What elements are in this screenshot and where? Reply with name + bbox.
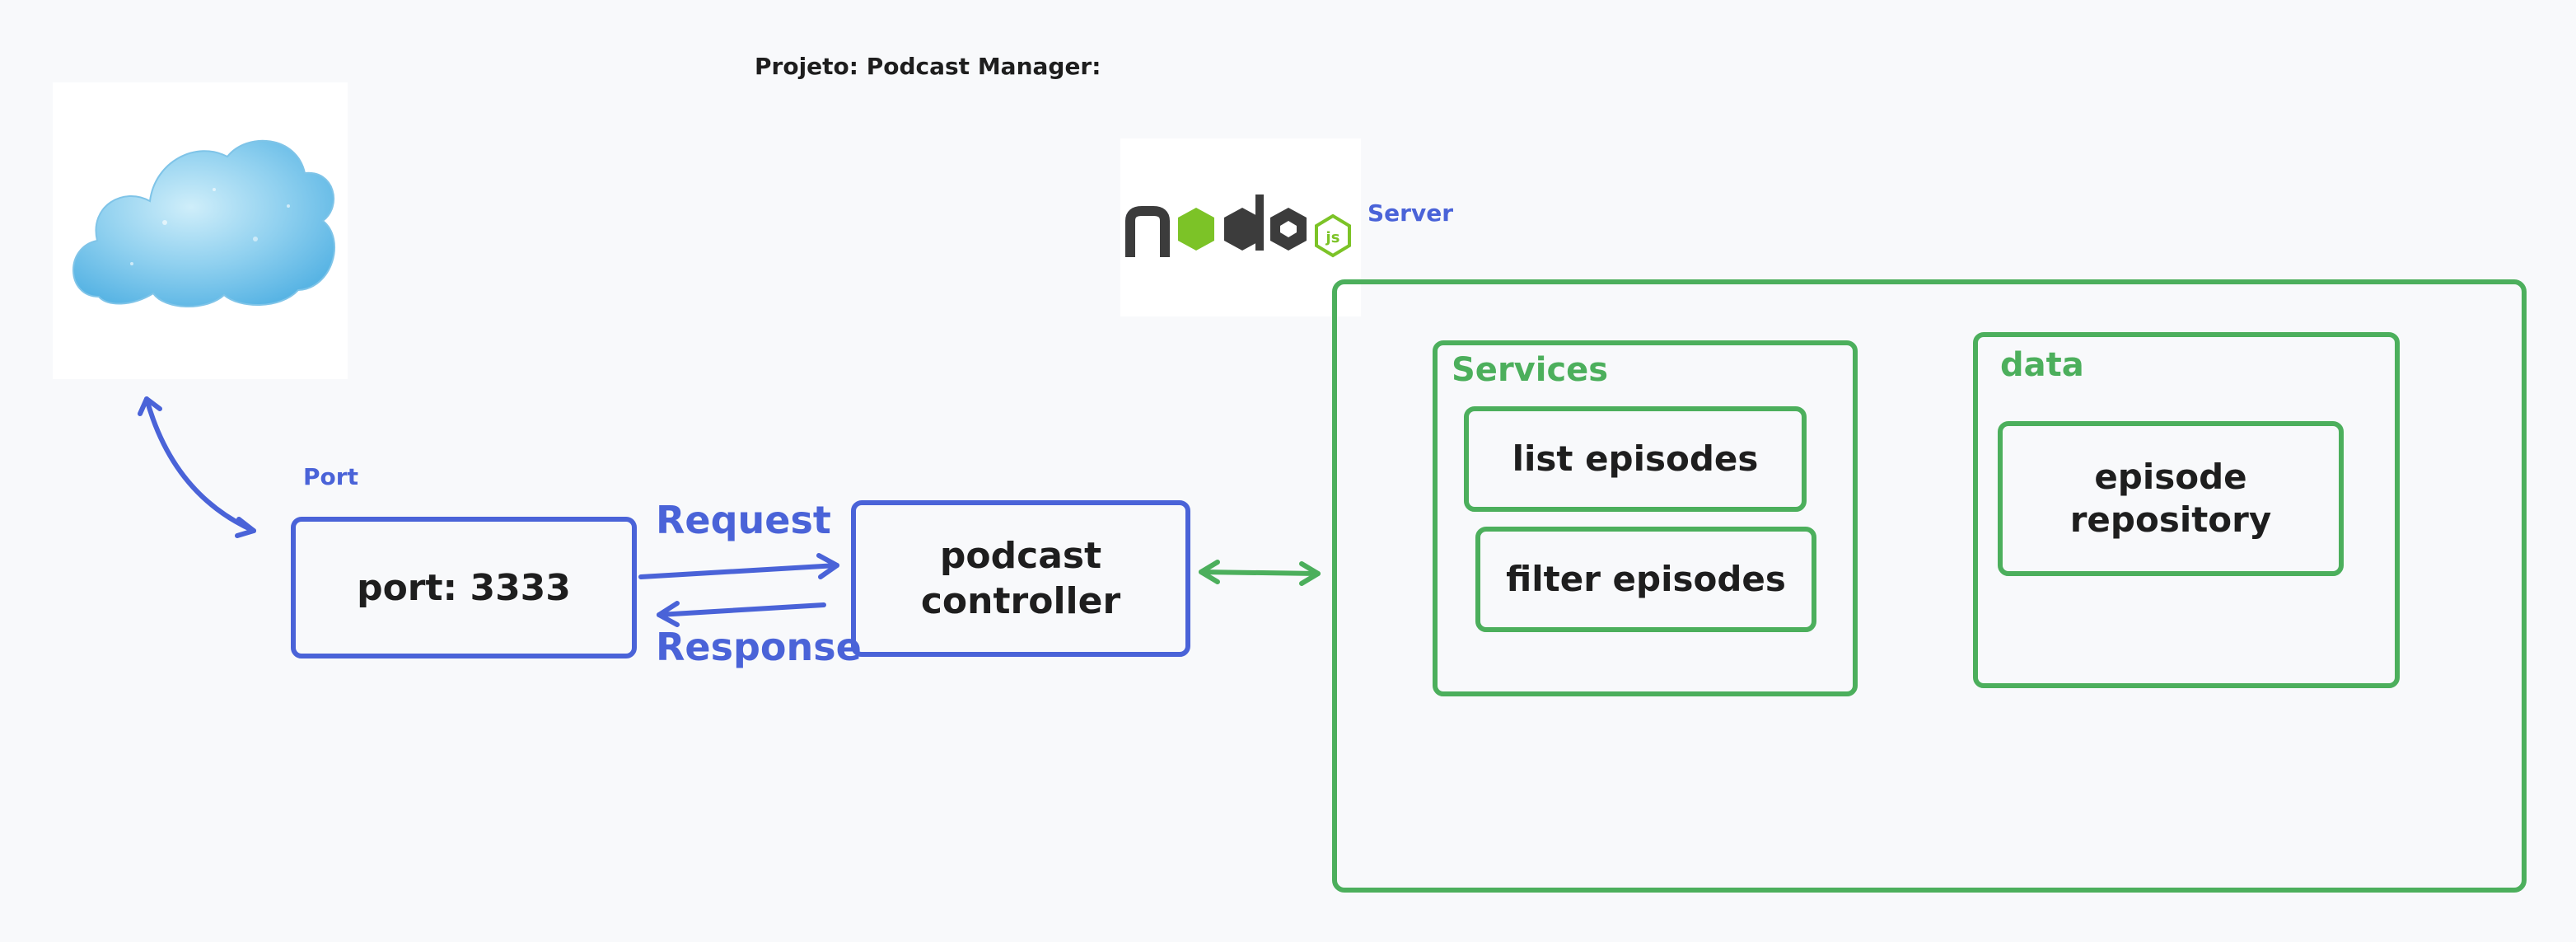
request-label: Request <box>656 498 831 542</box>
port-label: Port <box>303 463 358 490</box>
response-label: Response <box>656 625 862 669</box>
filter-episodes-box <box>1475 527 1816 632</box>
services-label: Services <box>1452 351 1609 389</box>
controller-line-2: controller <box>920 580 1121 622</box>
services-box <box>1433 340 1858 696</box>
repository-line-1: episode <box>2094 456 2247 497</box>
podcast-controller-box <box>851 500 1190 657</box>
filter-episodes-text: filter episodes <box>1506 558 1786 599</box>
page-title: Projeto: Podcast Manager: <box>755 53 1101 80</box>
episode-repository-box <box>1998 421 2344 576</box>
port-value: port: 3333 <box>357 566 571 609</box>
port-box <box>291 517 637 658</box>
svg-text:js: js <box>1325 229 1340 246</box>
controller-server-arrow <box>1199 560 1321 586</box>
filter-episodes-label: filter episodes <box>1478 529 1814 630</box>
episode-repository-label: episode repository <box>2000 424 2341 574</box>
data-label: data <box>2000 346 2084 384</box>
response-arrow <box>657 601 826 627</box>
repository-line-2: repository <box>2069 499 2272 540</box>
nodejs-logo: js <box>1125 194 1351 258</box>
server-label: Server <box>1367 199 1454 227</box>
request-arrow <box>638 553 839 579</box>
data-box <box>1973 332 2400 688</box>
list-episodes-box <box>1464 406 1807 512</box>
podcast-controller-label: podcast controller <box>853 503 1188 654</box>
port-box-label: port: 3333 <box>293 519 634 656</box>
list-episodes-label: list episodes <box>1466 409 1804 509</box>
server-box <box>1332 279 2527 893</box>
cloud-port-arrow <box>138 396 256 538</box>
list-episodes-text: list episodes <box>1512 438 1759 479</box>
cloud-icon <box>72 139 335 308</box>
controller-line-1: podcast <box>939 535 1102 577</box>
